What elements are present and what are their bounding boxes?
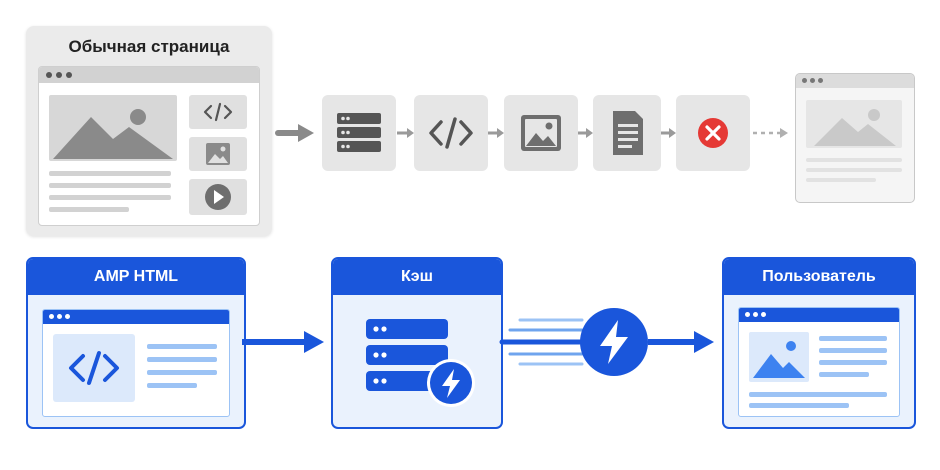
code-icon — [69, 351, 119, 385]
arrow-right-icon — [275, 124, 314, 142]
code-tile-pipeline — [414, 95, 488, 171]
regular-page-title: Обычная страница — [68, 37, 230, 56]
text-line — [749, 392, 887, 397]
image-icon — [206, 143, 230, 165]
text-line — [49, 195, 171, 200]
text-line — [749, 403, 849, 408]
amp-html-title: AMP HTML — [93, 268, 179, 285]
cache-card: Кэш — [331, 257, 503, 429]
blank-page-icon — [795, 73, 915, 203]
document-tile — [593, 95, 661, 171]
top-flow — [275, 124, 788, 142]
bottom-flow — [242, 308, 714, 376]
code-panel — [53, 334, 135, 402]
video-tile — [189, 179, 247, 215]
text-line — [819, 336, 887, 341]
text-line — [49, 171, 171, 176]
browser-window — [42, 309, 230, 417]
regular-page-card: Обычная страница — [26, 26, 272, 236]
bolt-icon — [580, 308, 648, 376]
browser-titlebar — [39, 67, 259, 83]
amp-html-card: AMP HTML — [26, 257, 246, 429]
image-icon — [521, 115, 561, 151]
image-tile — [189, 137, 247, 171]
arrow-right-icon — [242, 331, 324, 353]
browser-window — [738, 307, 900, 417]
text-line — [147, 383, 197, 388]
text-line — [819, 348, 887, 353]
code-icon — [429, 117, 473, 149]
error-x-icon — [698, 118, 728, 148]
text-line — [147, 370, 217, 375]
image-tile-pipeline — [504, 95, 578, 171]
speed-lines — [499, 318, 585, 366]
text-line — [147, 357, 217, 362]
browser-window — [38, 66, 260, 226]
play-icon — [205, 184, 231, 210]
faded-image-icon — [806, 100, 902, 148]
server-stack-icon — [366, 319, 475, 407]
text-line — [819, 372, 869, 377]
text-line — [49, 183, 171, 188]
code-icon — [203, 102, 233, 122]
document-icon — [613, 111, 643, 155]
arrow-right-icon — [648, 331, 714, 353]
landscape-image-icon — [49, 95, 177, 161]
text-line — [819, 360, 887, 365]
bolt-icon — [427, 359, 475, 407]
user-title: Пользователь — [762, 268, 876, 285]
text-line — [147, 344, 217, 349]
landscape-image-icon — [749, 332, 809, 382]
user-card: Пользователь — [722, 257, 916, 429]
code-tile — [189, 95, 247, 129]
server-tile — [322, 95, 396, 171]
error-tile — [676, 95, 750, 171]
server-stack-icon — [337, 113, 381, 152]
cache-title: Кэш — [401, 268, 433, 285]
text-line — [49, 207, 129, 212]
